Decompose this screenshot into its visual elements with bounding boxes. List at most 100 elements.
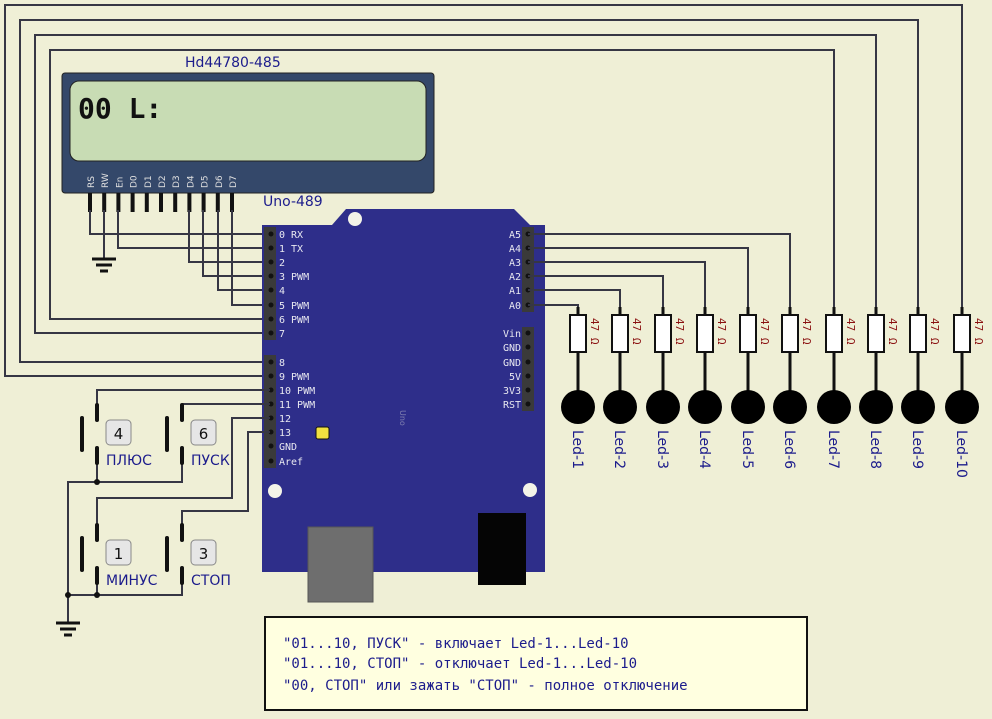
board-pin[interactable] — [525, 344, 531, 350]
board-pin-label: A2 — [509, 272, 521, 283]
board-pin-label: A4 — [509, 244, 521, 255]
board-pin[interactable] — [525, 387, 531, 393]
board-pin-label: A1 — [509, 286, 521, 297]
board-pin[interactable] — [268, 316, 274, 322]
board-pin[interactable] — [268, 458, 274, 464]
button-keycap[interactable] — [190, 539, 217, 566]
lcd-pin-label: D1 — [144, 175, 154, 188]
board-pin[interactable] — [268, 302, 274, 308]
board-pin[interactable] — [268, 387, 274, 393]
board-pcb — [262, 209, 545, 572]
button-keycap[interactable] — [190, 419, 217, 446]
board-pin[interactable] — [268, 401, 274, 407]
resistor[interactable] — [611, 314, 629, 353]
lcd-pin-label: D5 — [201, 175, 211, 188]
led-bulb[interactable] — [731, 390, 765, 424]
note-line: "01...10, ПУСК" - включает Led-1...Led-1… — [283, 636, 629, 652]
led-bulb[interactable] — [688, 390, 722, 424]
board-pin[interactable] — [268, 231, 274, 237]
board-pin-label: 4 — [279, 286, 285, 297]
button-keycap[interactable] — [105, 539, 132, 566]
lcd-pin-label: RS — [87, 176, 97, 188]
board-pin[interactable] — [268, 429, 274, 435]
board-pin[interactable] — [525, 401, 531, 407]
board-pin[interactable] — [268, 359, 274, 365]
ground-icon — [56, 621, 80, 637]
lcd-text: 00 L: — [78, 92, 162, 125]
resistor-label: 47 Ω — [972, 318, 985, 345]
note-box: "01...10, ПУСК" - включает Led-1...Led-1… — [264, 616, 808, 711]
board-pin[interactable] — [268, 415, 274, 421]
note-line: "01...10, СТОП" - отключает Led-1...Led-… — [283, 656, 637, 672]
led-bulb[interactable] — [646, 390, 680, 424]
power-jack — [478, 513, 526, 585]
resistor[interactable] — [569, 314, 587, 353]
led-bulb[interactable] — [945, 390, 979, 424]
button-keycap[interactable] — [105, 419, 132, 446]
board-pin-label: Vin — [503, 329, 521, 340]
board-pin-label: 5V — [509, 372, 521, 383]
led-bulb[interactable] — [773, 390, 807, 424]
resistor[interactable] — [909, 314, 927, 353]
led-label: Led-5 — [739, 430, 755, 469]
led-bulb[interactable] — [603, 390, 637, 424]
led-bulb[interactable] — [817, 390, 851, 424]
board-pin[interactable] — [268, 443, 274, 449]
board-pin-label: RST — [503, 400, 521, 411]
board-pin[interactable] — [525, 359, 531, 365]
board-pin[interactable] — [268, 273, 274, 279]
resistor[interactable] — [867, 314, 885, 353]
board-pin[interactable] — [268, 373, 274, 379]
button-label: СТОП — [191, 573, 231, 589]
led-bulb[interactable] — [859, 390, 893, 424]
board-pin[interactable] — [268, 259, 274, 265]
board-pin[interactable] — [268, 245, 274, 251]
led-label: Led-3 — [654, 430, 670, 469]
led-3[interactable]: 47 Ω Led-3 — [646, 307, 686, 469]
resistor[interactable] — [825, 314, 843, 353]
board-pin[interactable] — [525, 373, 531, 379]
mount-hole — [523, 483, 537, 497]
led-5[interactable]: 47 Ω Led-5 — [731, 307, 771, 469]
board-pin-label: 5 PWM — [279, 301, 309, 312]
resistor[interactable] — [781, 314, 799, 353]
button-label: ПУСК — [191, 453, 230, 469]
led-bulb[interactable] — [561, 390, 595, 424]
resistor[interactable] — [696, 314, 714, 353]
resistor-label: 47 Ω — [758, 318, 771, 345]
board-pin-label: 0 RX — [279, 230, 303, 241]
button-label: ПЛЮС — [106, 453, 152, 469]
resistor-label: 47 Ω — [715, 318, 728, 345]
usb-connector — [307, 526, 374, 603]
board-pin-label: 12 — [279, 414, 291, 425]
resistor[interactable] — [739, 314, 757, 353]
resistor-label: 47 Ω — [673, 318, 686, 345]
board-pin-label: 8 — [279, 358, 285, 369]
resistor[interactable] — [953, 314, 971, 353]
lcd-pin-label: D2 — [158, 175, 168, 188]
board-pin[interactable] — [268, 287, 274, 293]
board-pin[interactable] — [525, 330, 531, 336]
lcd-pin-label: D0 — [130, 175, 140, 188]
analog-wires — [528, 233, 791, 315]
resistor[interactable] — [654, 314, 672, 353]
board-pin-label: A3 — [509, 258, 521, 269]
board-pin-label: GND — [279, 442, 297, 453]
led-bulb[interactable] — [901, 390, 935, 424]
board-pin[interactable] — [268, 330, 274, 336]
